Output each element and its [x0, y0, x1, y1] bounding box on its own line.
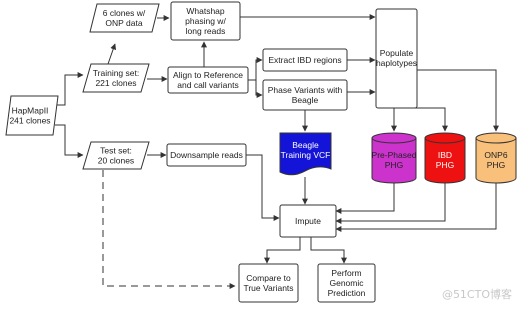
ibd-phg-line-2: PHG [436, 160, 454, 170]
test-set-label: Test set:20 clones [98, 146, 134, 166]
watermark-text: @51CTO博客 [442, 287, 512, 301]
impute-label: Impute [295, 216, 321, 226]
test-set-line-2: 20 clones [98, 156, 134, 166]
edge-test-compare-dashed [102, 170, 236, 289]
edge-prephased-impute [335, 183, 395, 214]
onp6-phg-line-2: PHG [487, 160, 505, 170]
downsample-line-1: Downsample reads [170, 150, 243, 160]
phase-beagle-line-2: Beagle [292, 95, 319, 105]
populate-line-1: Populate [380, 48, 414, 58]
edge-ibd-impute [335, 183, 446, 224]
test-set-line-1: Test set: [100, 146, 132, 156]
edge-impute-compare [264, 237, 301, 264]
training-set-line-2: 221 clones [95, 78, 136, 88]
whatshap-line-3: long reads [186, 26, 226, 36]
onp6-phg-line-1: ONP6 [484, 150, 507, 160]
align-line-2: and call variants [177, 80, 238, 90]
test-set-shape [82, 141, 150, 170]
perform-line-3: Prediction [328, 288, 366, 298]
training-set-shape [82, 63, 150, 93]
ont-data-shape [89, 3, 160, 33]
edge-training-ont [107, 43, 117, 65]
ibd-phg-cylinder [424, 132, 466, 184]
perform-line-2: Genomic [329, 278, 364, 288]
beagle-vcf-line-2: Training VCF [281, 150, 331, 160]
phase-beagle-box [262, 79, 348, 111]
prephased-phg-cylinder [371, 132, 417, 184]
whatshap-box [170, 1, 241, 41]
whatshap-line-1: Whatshap [186, 6, 225, 16]
impute-box [279, 204, 337, 238]
phase-beagle-line-1: Phase Variants with [268, 85, 343, 95]
training-set-label: Training set:221 clones [93, 68, 139, 88]
compare-line-1: Compare to [246, 273, 291, 283]
beagle-vcf-shape [279, 132, 332, 176]
populate-box [375, 8, 418, 109]
ont-data-label: 6 clones w/ONP data [103, 8, 146, 28]
hapmap-line-1: HapMapII [12, 106, 49, 116]
edge-hapmap-test [55, 124, 84, 158]
connectors [55, 14, 499, 289]
prephased-phg-line-1: Pre-Phased [372, 150, 417, 160]
compare-box [238, 263, 299, 303]
perform-box [317, 263, 376, 303]
edge-hapmap-training [55, 72, 84, 106]
hapmap-line-2: 241 clones [9, 116, 50, 126]
downsample-label: Downsample reads [170, 150, 243, 160]
impute-line-1: Impute [295, 216, 321, 226]
align-box [167, 66, 249, 94]
edge-populate-ibd [407, 107, 448, 132]
beagle-vcf-line-1: Beagle [292, 140, 319, 150]
edge-align-extract [248, 57, 263, 81]
align-line-1: Align to Reference [173, 70, 243, 80]
ont-data-line-2: ONP data [105, 18, 142, 28]
ont-data-line-1: 6 clones w/ [103, 8, 146, 18]
populate-line-2: haplotypes [376, 58, 417, 68]
hapmap-shape [5, 95, 59, 136]
ibd-phg-line-1: IBD [438, 150, 452, 160]
compare-line-2: True Variants [243, 283, 293, 293]
edge-impute-perform [310, 237, 347, 264]
extract-ibd-box [262, 48, 348, 72]
edge-populate-onp6 [417, 69, 499, 132]
edge-align-phase [248, 79, 263, 98]
edge-downsample-impute [246, 154, 280, 221]
extract-ibd-line-1: Extract IBD regions [268, 55, 341, 65]
prephased-phg-line-2: PHG [385, 160, 403, 170]
extract-ibd-label: Extract IBD regions [268, 55, 341, 65]
perform-line-1: Perform [331, 268, 361, 278]
onp6-phg-cylinder [475, 132, 517, 184]
training-set-line-1: Training set: [93, 68, 139, 78]
edge-onp6-impute [335, 183, 497, 232]
whatshap-line-2: phasing w/ [185, 16, 226, 26]
downsample-box [166, 143, 247, 167]
